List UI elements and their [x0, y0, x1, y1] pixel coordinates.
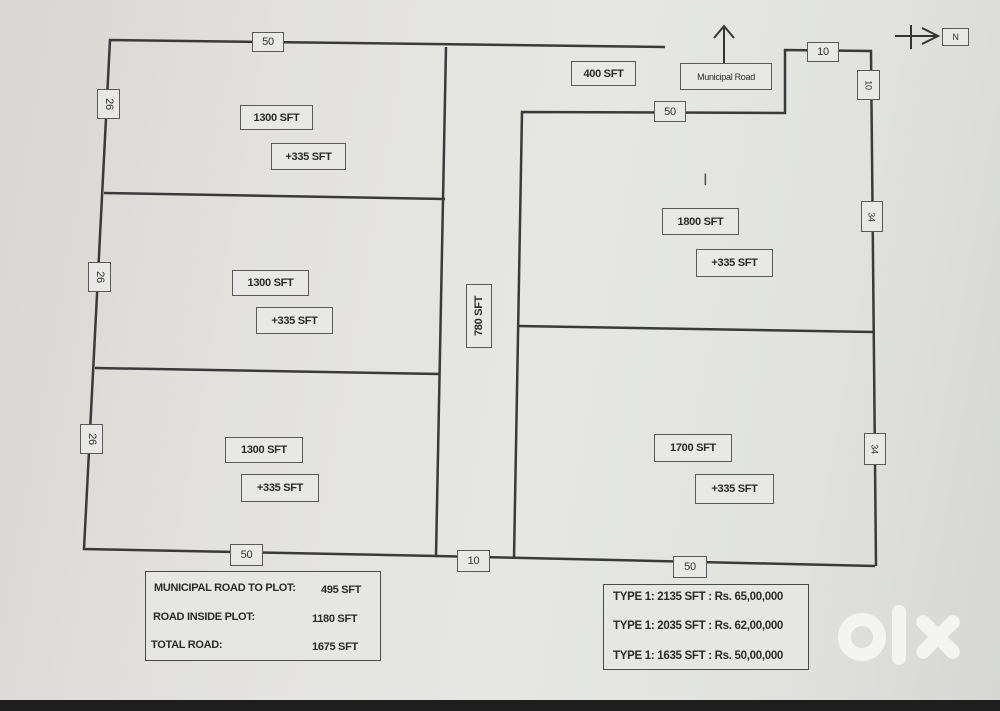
municipal-road-arrow: [713, 24, 735, 64]
plot-3-area: 1300 SFT: [225, 437, 303, 463]
north-arrow-icon: [895, 25, 941, 49]
plot-2-depth: 26: [88, 262, 111, 292]
summary-label-inside: ROAD INSIDE PLOT:: [153, 611, 255, 623]
right-divider: [517, 324, 874, 334]
plot-5-depth: 34: [864, 433, 886, 465]
price-row-2: TYPE 1: 2035 SFT : Rs. 62,00,000: [613, 620, 784, 632]
plot-1-area: 1300 SFT: [240, 105, 313, 130]
frontage-area: 400 SFT: [571, 61, 636, 86]
left-bottom-width: 50: [230, 544, 263, 566]
summary-value-inside: 1180 SFT: [312, 613, 358, 625]
plot-3-depth: 26: [80, 424, 103, 454]
plot-3-extra: +335 SFT: [241, 474, 319, 502]
plot-4-extra: +335 SFT: [696, 249, 773, 277]
access-side-length: 10: [857, 70, 880, 100]
summary-value-total: 1675 SFT: [312, 641, 358, 653]
left-divider-1: [103, 191, 446, 201]
plot-2-area: 1300 SFT: [232, 270, 309, 296]
left-block-boundary: [82, 38, 666, 558]
plot-2-extra: +335 SFT: [256, 307, 333, 334]
inner-road-area: 780 SFT: [466, 284, 492, 348]
road-bottom-line: [435, 554, 876, 568]
plot-4-area: 1800 SFT: [662, 208, 739, 235]
plot-4-depth: 34: [861, 201, 883, 232]
left-divider-2: [94, 366, 441, 376]
plot-1-depth: 26: [97, 89, 120, 119]
plot-5-area: 1700 SFT: [654, 434, 732, 462]
summary-value-municipal: 495 SFT: [321, 584, 362, 596]
road-bottom-width: 10: [457, 550, 490, 572]
olx-o-glyph: [838, 613, 886, 661]
municipal-road-label: Municipal Road: [680, 63, 772, 90]
north-label: N: [942, 28, 969, 46]
right-top-width: 50: [654, 101, 686, 122]
olx-l-glyph: [892, 605, 906, 665]
left-top-width: 50: [252, 32, 284, 52]
screen-bottom-edge: [0, 700, 1000, 711]
summary-label-total: TOTAL ROAD:: [151, 639, 223, 651]
pricing-box: TYPE 1: 2135 SFT : Rs. 65,00,000 TYPE 1:…: [603, 584, 809, 670]
right-bottom-width: 50: [673, 556, 707, 578]
plot-5-extra: +335 SFT: [695, 474, 774, 504]
olx-watermark-logo: [838, 605, 968, 667]
price-row-1: TYPE 1: 2135 SFT : Rs. 65,00,000: [613, 591, 784, 603]
right-block-boundary: [512, 48, 878, 567]
price-row-3: TYPE 1: 1635 SFT : Rs. 50,00,000: [613, 650, 784, 662]
text-cursor-icon: I: [703, 170, 708, 189]
road-summary-box: MUNICIPAL ROAD TO PLOT: 495 SFT ROAD INS…: [145, 571, 381, 661]
access-top-width: 10: [807, 42, 839, 62]
left-road-edge: [434, 46, 448, 557]
plot-1-extra: +335 SFT: [271, 143, 346, 170]
summary-label-municipal: MUNICIPAL ROAD TO PLOT:: [154, 582, 296, 594]
olx-x-glyph: [914, 613, 962, 661]
